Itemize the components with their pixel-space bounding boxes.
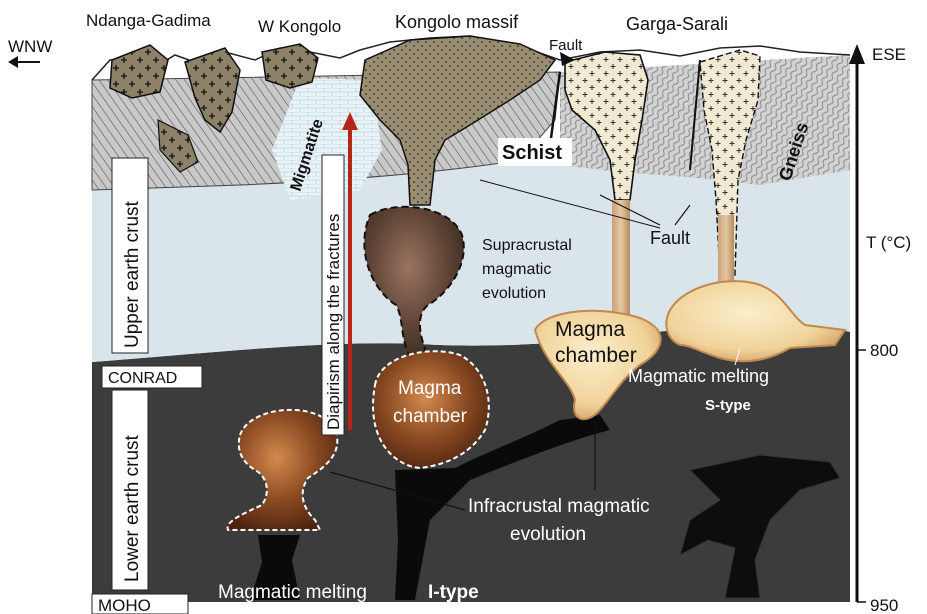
- melting-s-label: Magmatic melting: [628, 366, 769, 386]
- conrad-label: CONRAD: [108, 370, 177, 387]
- w-kongolo-label: W Kongolo: [258, 17, 341, 36]
- schist-label: Schist: [502, 142, 562, 164]
- infracrustal-label-2: evolution: [510, 524, 586, 545]
- tick-800-label: 800: [870, 341, 898, 360]
- kongolo-massif-label: Kongolo massif: [395, 12, 519, 32]
- temperature-axis-title: T (°C): [866, 233, 911, 252]
- supracrustal-label-3: evolution: [482, 285, 546, 302]
- melting-i-label: Magmatic melting: [218, 582, 367, 603]
- infracrustal-label-1: Infracrustal magmatic: [468, 496, 650, 517]
- central-chamber-label-1: Magma: [398, 378, 462, 399]
- s-type-label: S-type: [705, 397, 751, 414]
- tick-950-label: 950: [870, 596, 898, 614]
- ese-label: ESE: [872, 45, 906, 64]
- ndanga-gadima-pluton: [110, 45, 168, 98]
- temperature-axis-arrow: [849, 44, 865, 64]
- supracrustal-label-1: Supracrustal: [482, 237, 572, 254]
- fault-top-label: Fault: [549, 37, 583, 54]
- s-type-stem-right: [718, 215, 734, 285]
- wnw-label: WNW: [8, 37, 52, 56]
- right-chamber-label-2: chamber: [555, 344, 637, 367]
- diapirism-label: Diapirism along the fractures: [324, 214, 343, 430]
- lower-crust-label: Lower earth crust: [122, 434, 143, 582]
- central-chamber-label-2: chamber: [393, 406, 468, 427]
- garga-sarali-label: Garga-Sarali: [626, 14, 728, 34]
- ndanga-gadima-label: Ndanga-Gadima: [86, 11, 211, 30]
- right-chamber-label-1: Magma: [555, 318, 625, 341]
- upper-crust-label: Upper earth crust: [122, 200, 143, 348]
- moho-label: MOHO: [98, 596, 151, 614]
- supracrustal-label-2: magmatic: [482, 261, 551, 278]
- i-type-label: I-type: [428, 582, 479, 603]
- wnw-arrow-head: [8, 56, 18, 68]
- w-kongolo-pluton: [262, 44, 318, 88]
- fault-mid-label: Fault: [650, 228, 690, 248]
